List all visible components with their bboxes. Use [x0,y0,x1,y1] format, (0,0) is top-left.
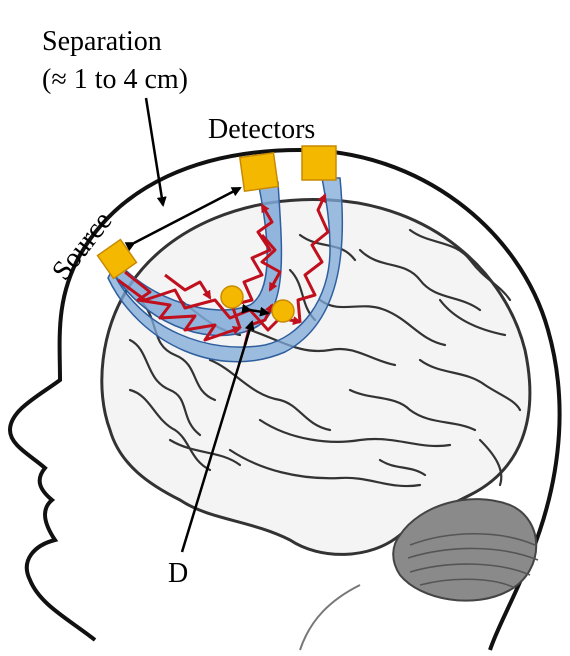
detector-optode-near [240,153,278,191]
source-label: Source [46,206,118,286]
focus-dot-left [221,286,243,308]
detectors-label: Detectors [208,114,315,145]
separation-range-label: (≈ 1 to 4 cm) [42,64,188,95]
separation-pointer-arrow [146,98,163,205]
source-optode [98,240,137,279]
separation-label: Separation [42,26,162,57]
detector-optode-far [302,146,336,180]
focus-dot-right [272,300,294,322]
neck-line [300,585,360,650]
depth-label: D [168,558,188,589]
